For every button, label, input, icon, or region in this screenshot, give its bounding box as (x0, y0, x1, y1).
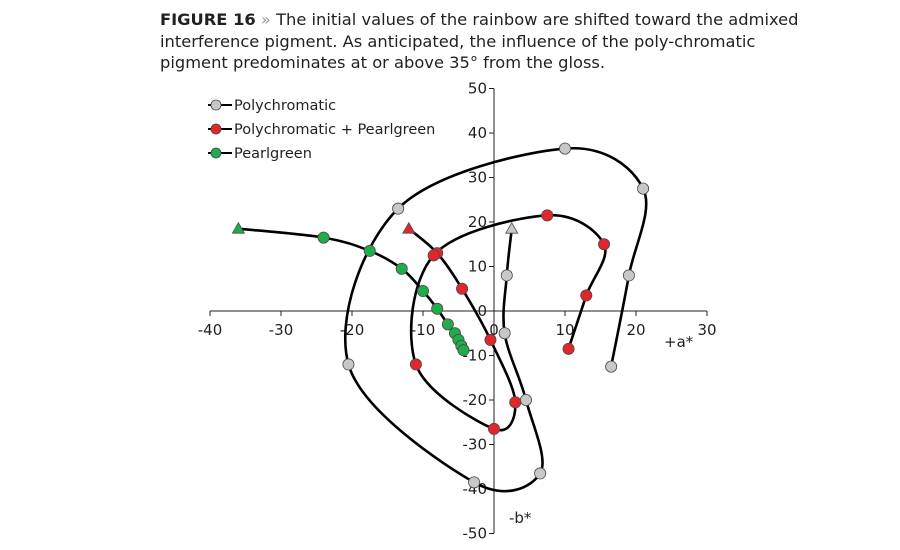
figure-caption: FIGURE 16 » The initial values of the ra… (160, 9, 800, 74)
data-point (605, 360, 618, 373)
data-point (562, 342, 575, 355)
legend-marker (210, 99, 222, 111)
data-point (409, 358, 422, 371)
y-tick-label: -30 (463, 436, 488, 454)
x-tick-label: -40 (198, 321, 223, 339)
data-point (342, 358, 355, 371)
series-markers (231, 142, 650, 489)
data-point (456, 282, 469, 295)
data-point (427, 249, 440, 262)
caption-separator: » (255, 10, 277, 29)
x-tick-label: 20 (626, 321, 645, 339)
x-tick-label: -20 (340, 321, 365, 339)
data-point (392, 202, 405, 215)
series-curves (237, 147, 648, 493)
y-tick-label: 0 (477, 302, 487, 320)
legend-marker (210, 147, 222, 159)
data-point (637, 182, 650, 195)
legend-marker (210, 123, 222, 135)
y-tick-label: 20 (468, 213, 487, 231)
x-tick-label: -30 (269, 321, 294, 339)
x-axis-label: +a* (664, 333, 694, 351)
data-point (622, 269, 635, 282)
data-point (457, 344, 470, 357)
series-line (344, 147, 648, 493)
data-point (580, 289, 593, 302)
y-tick-label: 30 (468, 169, 487, 187)
y-tick-label: -20 (463, 391, 488, 409)
data-point (431, 302, 444, 315)
data-point (534, 467, 547, 480)
x-tick-label: -10 (411, 321, 436, 339)
data-point (416, 284, 429, 297)
y-axis-label: -b* (509, 509, 532, 527)
y-tick-label: 40 (468, 124, 487, 142)
y-tick-label: -50 (463, 525, 488, 543)
data-point (505, 221, 519, 234)
data-point (402, 221, 416, 234)
data-point (559, 142, 572, 155)
x-tick-label: 10 (555, 321, 574, 339)
data-point (500, 269, 513, 282)
figure-label: FIGURE 16 (160, 10, 256, 29)
y-tick-label: 10 (468, 258, 487, 276)
x-tick-label: 0 (489, 321, 499, 339)
data-point (395, 262, 408, 275)
legend-label: Polychromatic + Pearlgreen (234, 122, 435, 138)
legend-label: Pearlgreen (234, 146, 312, 162)
data-point (541, 209, 554, 222)
caption-text: The initial values of the rainbow are sh… (160, 10, 799, 72)
x-tick-label: 30 (697, 321, 716, 339)
data-point (468, 476, 481, 489)
data-point (498, 327, 511, 340)
data-point (363, 244, 376, 257)
data-point (317, 231, 330, 244)
data-point (231, 221, 246, 234)
data-point (484, 333, 497, 346)
data-point (509, 396, 522, 409)
y-tick-label: 50 (468, 80, 487, 98)
legend-label: Polychromatic (234, 98, 336, 114)
data-point (519, 393, 532, 406)
data-point (487, 422, 500, 435)
data-point (441, 318, 454, 331)
data-point (598, 238, 611, 251)
